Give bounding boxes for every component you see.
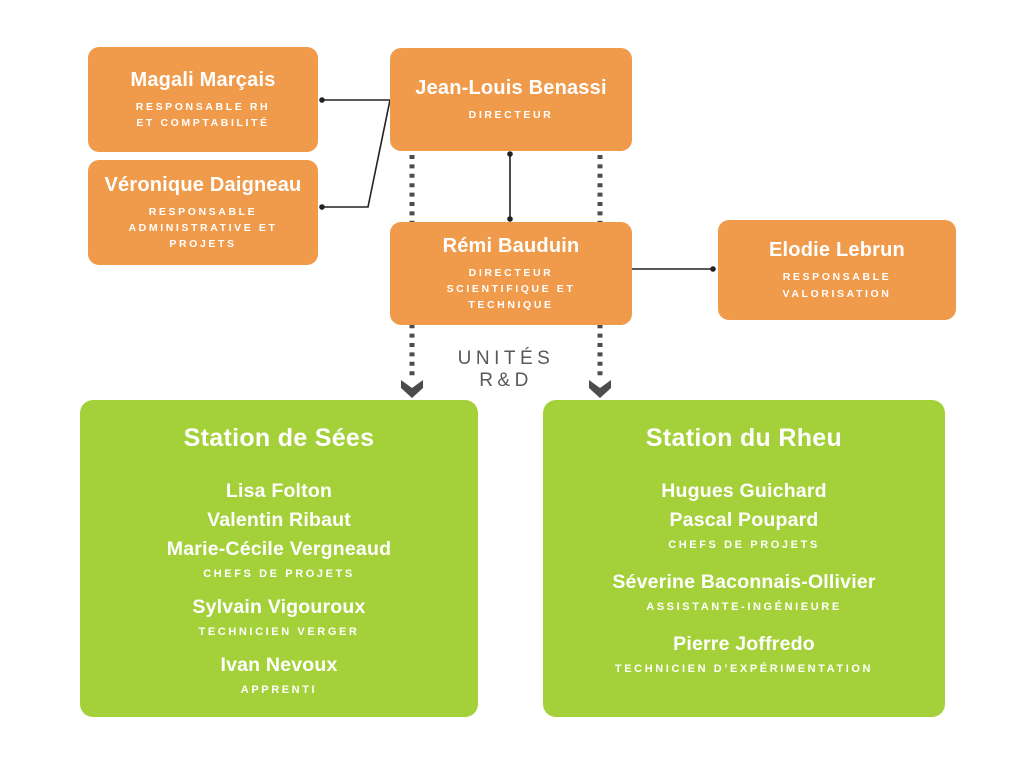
station-title: Station du Rheu bbox=[645, 424, 843, 452]
arrowhead-left bbox=[401, 380, 423, 398]
person-name: Pierre Joffredo bbox=[673, 633, 815, 655]
group-role: CHEFS DE PROJETS bbox=[668, 539, 820, 551]
person-name: Hugues Guichard bbox=[661, 480, 827, 502]
person-name: Jean-Louis Benassi bbox=[415, 76, 607, 99]
arrow-dot-magali bbox=[319, 97, 325, 103]
staff-group: Lisa Folton Valentin Ribaut Marie-Cécile… bbox=[80, 477, 478, 580]
node-remi-bauduin: Rémi Bauduin DIRECTEUR SCIENTIFIQUE ET T… bbox=[390, 222, 632, 325]
station-du-rheu: Station du Rheu Hugues Guichard Pascal P… bbox=[543, 400, 945, 717]
node-magali-marcais: Magali Marçais RESPONSABLE RH ET COMPTAB… bbox=[88, 47, 318, 152]
group-role: APPRENTI bbox=[240, 684, 318, 696]
person-role: DIRECTEUR bbox=[468, 108, 554, 121]
person-role: RESPONSABLE RH ET COMPTABILITÉ bbox=[135, 100, 271, 129]
staff-group: Pierre Joffredo TECHNICIEN D’EXPÉRIMENTA… bbox=[543, 630, 945, 675]
person-name: Véronique Daigneau bbox=[104, 173, 302, 196]
person-name: Elodie Lebrun bbox=[769, 239, 905, 262]
node-elodie-lebrun: Elodie Lebrun RESPONSABLE VALORISATION bbox=[718, 220, 956, 320]
group-role: TECHNICIEN VERGER bbox=[198, 626, 360, 638]
connector-benassi-veronique bbox=[322, 99, 391, 208]
station-title: Station de Sées bbox=[183, 424, 375, 452]
person-role: DIRECTEUR SCIENTIFIQUE ET TECHNIQUE bbox=[446, 266, 576, 312]
person-role: RESPONSABLE ADMINISTRATIVE ET PROJETS bbox=[128, 205, 278, 251]
arrow-dot-veronique bbox=[319, 204, 325, 210]
station-de-sees: Station de Sées Lisa Folton Valentin Rib… bbox=[80, 400, 478, 717]
person-name: Ivan Nevoux bbox=[220, 654, 338, 676]
person-name: Rémi Bauduin bbox=[442, 234, 580, 257]
staff-group: Hugues Guichard Pascal Poupard CHEFS DE … bbox=[543, 477, 945, 551]
staff-group: Ivan Nevoux APPRENTI bbox=[80, 651, 478, 696]
person-name: Séverine Baconnais-Ollivier bbox=[612, 571, 876, 593]
person-name: Magali Marçais bbox=[130, 68, 276, 91]
group-role: ASSISTANTE-INGÉNIEURE bbox=[646, 601, 842, 613]
arrow-dot-elodie bbox=[710, 266, 716, 272]
arrow-dot-bauduin-bottom bbox=[507, 216, 513, 222]
person-name: Valentin Ribaut bbox=[207, 509, 351, 531]
node-jean-louis-benassi: Jean-Louis Benassi DIRECTEUR bbox=[390, 48, 632, 151]
arrowhead-right bbox=[589, 380, 611, 398]
person-name: Pascal Poupard bbox=[669, 509, 819, 531]
staff-group: Séverine Baconnais-Ollivier ASSISTANTE-I… bbox=[543, 568, 945, 613]
person-name: Lisa Folton bbox=[225, 480, 333, 502]
person-role: RESPONSABLE VALORISATION bbox=[782, 271, 892, 300]
arrow-dot-bauduin-top bbox=[507, 151, 513, 157]
group-role: CHEFS DE PROJETS bbox=[203, 568, 355, 580]
person-name: Marie-Cécile Vergneaud bbox=[166, 538, 392, 560]
node-veronique-daigneau: Véronique Daigneau RESPONSABLE ADMINISTR… bbox=[88, 160, 318, 265]
rd-units-label: UNITÉS R&D bbox=[457, 348, 555, 391]
group-role: TECHNICIEN D’EXPÉRIMENTATION bbox=[614, 663, 874, 675]
staff-group: Sylvain Vigouroux TECHNICIEN VERGER bbox=[80, 593, 478, 638]
person-name: Sylvain Vigouroux bbox=[192, 596, 366, 618]
